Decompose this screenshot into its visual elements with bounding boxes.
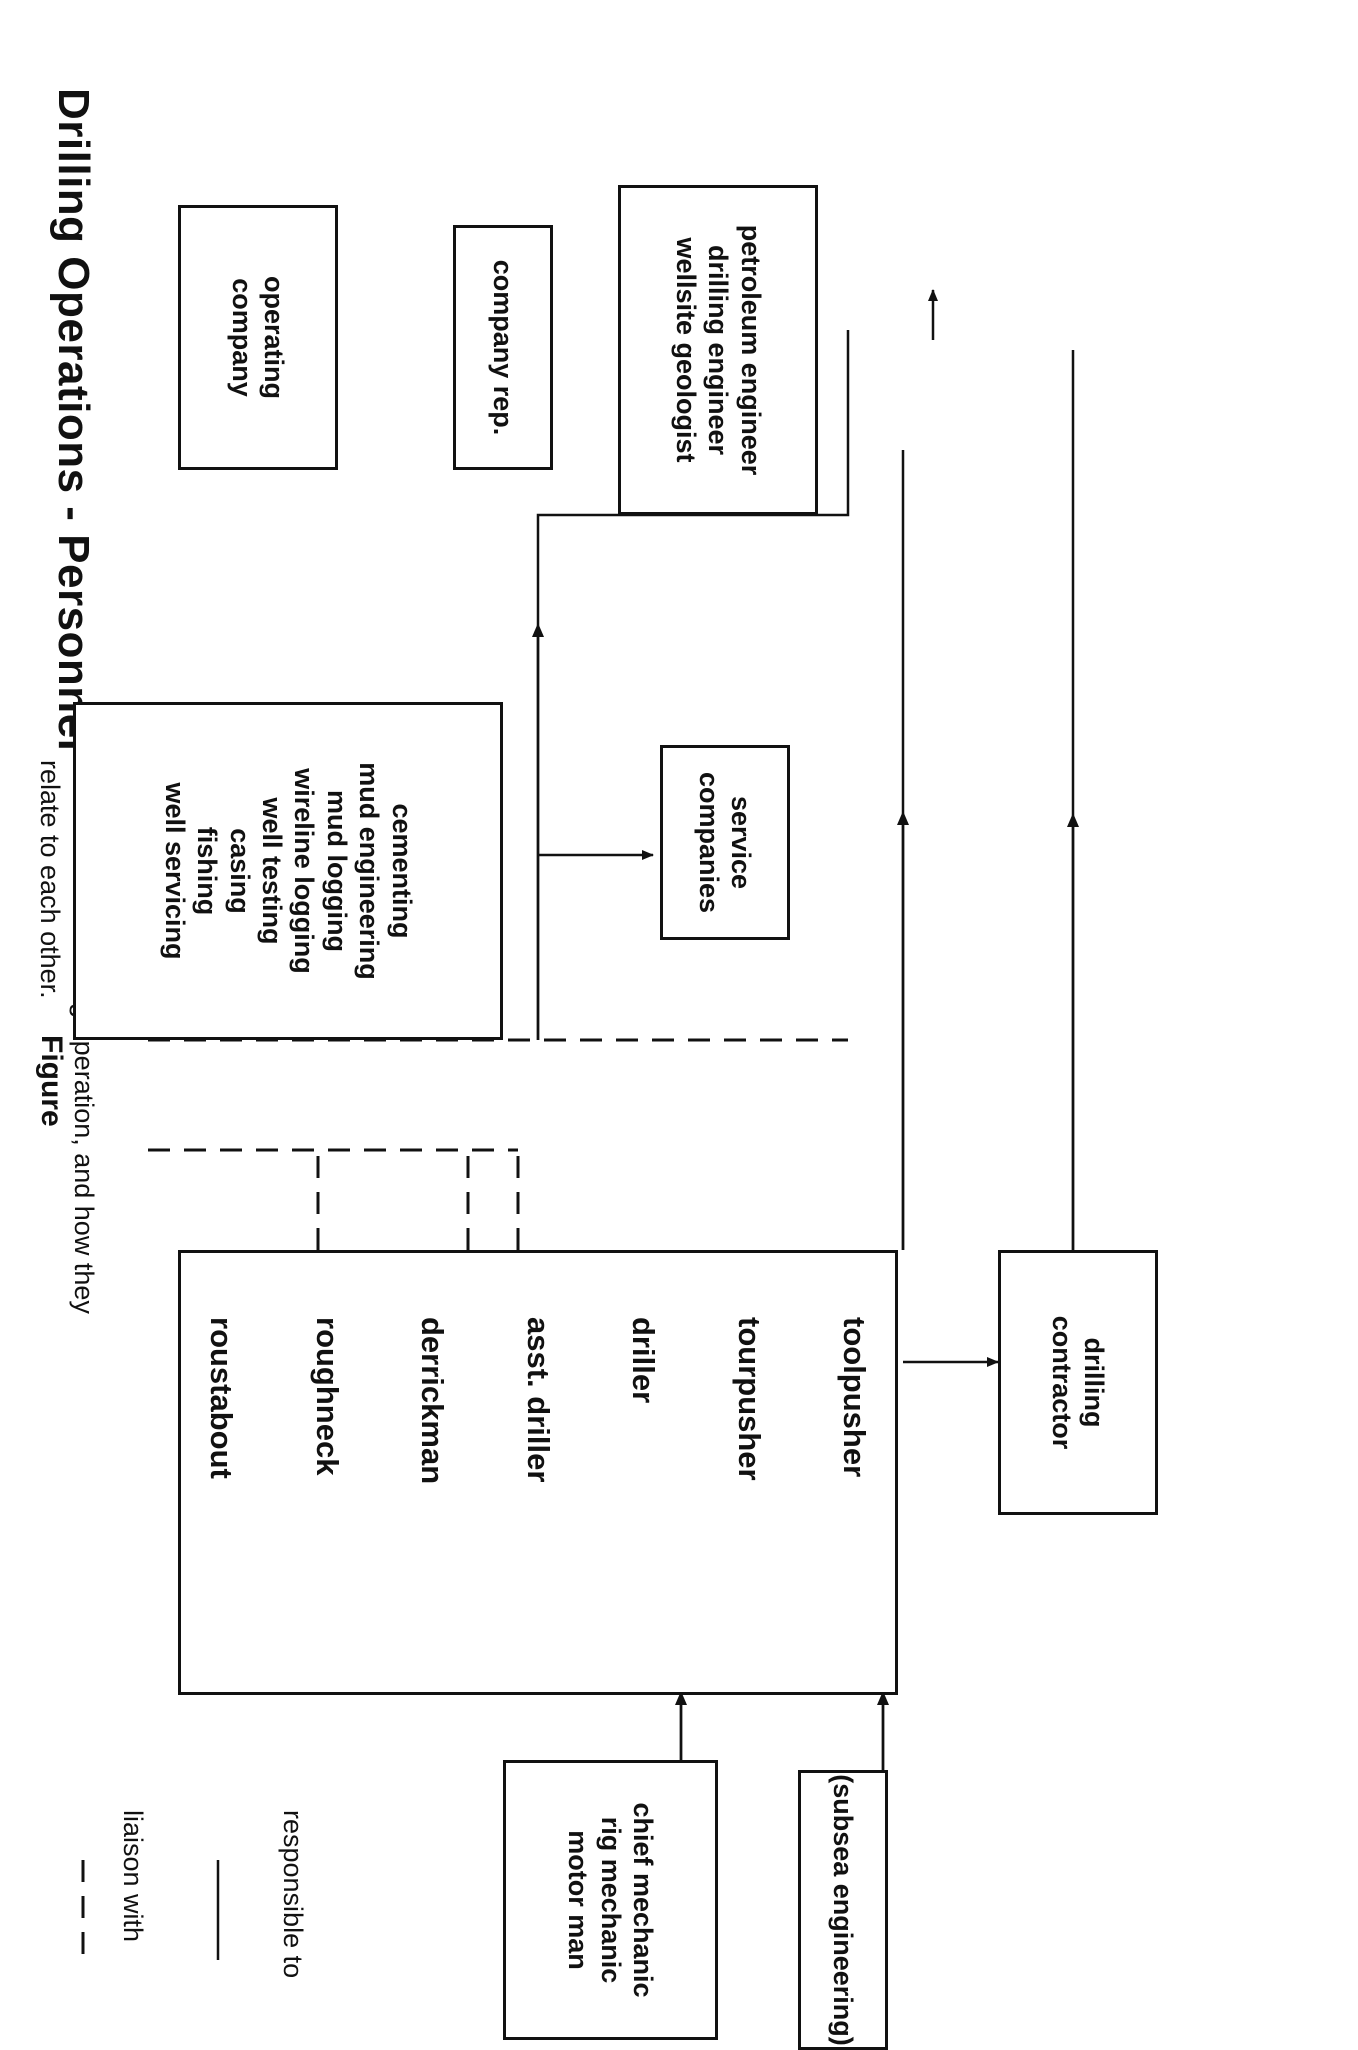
legend-responsible-label: responsible to [278,1810,308,1979]
operating-company-line-1: operating [259,275,290,399]
mechanics-line-2: rig mechanic [595,1816,626,1984]
services-item-2: mud engineering [354,762,385,980]
engineers-line-1: petroleum engineer [735,224,766,476]
services-item-6: casing [224,828,255,914]
rig-crew-item-5: derrickman [415,1317,451,1485]
services-item-4: wireline logging [289,768,320,974]
figure-label: Figure [35,1035,68,1127]
subsea-engineering-label: (subsea engineering) [828,1774,859,2046]
rig-crew-item-4: asst. driller [520,1317,556,1483]
drilling-contractor-box: drilling contractor [998,1250,1158,1515]
mechanics-line-1: chief mechanic [628,1802,659,1998]
service-companies-line-2: companies [694,771,724,914]
services-box: cementing mud engineering mud logging wi… [73,702,503,1040]
service-companies-line-1: service [726,795,757,890]
rig-crew-item-2: tourpusher [731,1317,767,1481]
mechanics-box: chief mechanic rig mechanic motor man [503,1760,718,2040]
service-companies-box: service companies [660,745,790,940]
rig-crew-item-6: roughneck [309,1317,345,1476]
rig-crew-item-1: toolpusher [837,1317,872,1478]
page-title: Drilling Operations - Personnel [49,88,98,752]
drilling-contractor-line-1: drilling [1079,1337,1110,1428]
company-rep-box: company rep. [453,225,553,470]
engineers-box: petroleum engineer drilling engineer wel… [618,185,818,515]
subsea-engineering-box: (subsea engineering) [798,1770,888,2050]
operating-company-box: operating company [178,205,338,470]
company-rep-label: company rep. [488,259,519,436]
services-item-1: cementing [386,803,417,939]
mechanics-line-3: motor man [563,1830,594,1970]
legend-liaison-label: liaison with [118,1810,148,1943]
services-item-7: fishing [192,826,223,916]
services-item-5: well testing [257,797,287,945]
services-item-8: well servicing [159,782,190,960]
services-item-3: mud logging [321,790,352,952]
engineers-line-3: wellsite geologist [670,237,701,463]
operating-company-line-2: company [227,278,257,397]
drilling-contractor-line-2: contractor [1047,1315,1077,1450]
rig-crew-item-7: roustabout [204,1317,240,1479]
rig-crew-item-3: driller [626,1317,662,1404]
rig-crew-box: toolpusher tourpusher driller asst. dril… [178,1250,898,1695]
engineers-line-2: drilling engineer [703,244,734,456]
